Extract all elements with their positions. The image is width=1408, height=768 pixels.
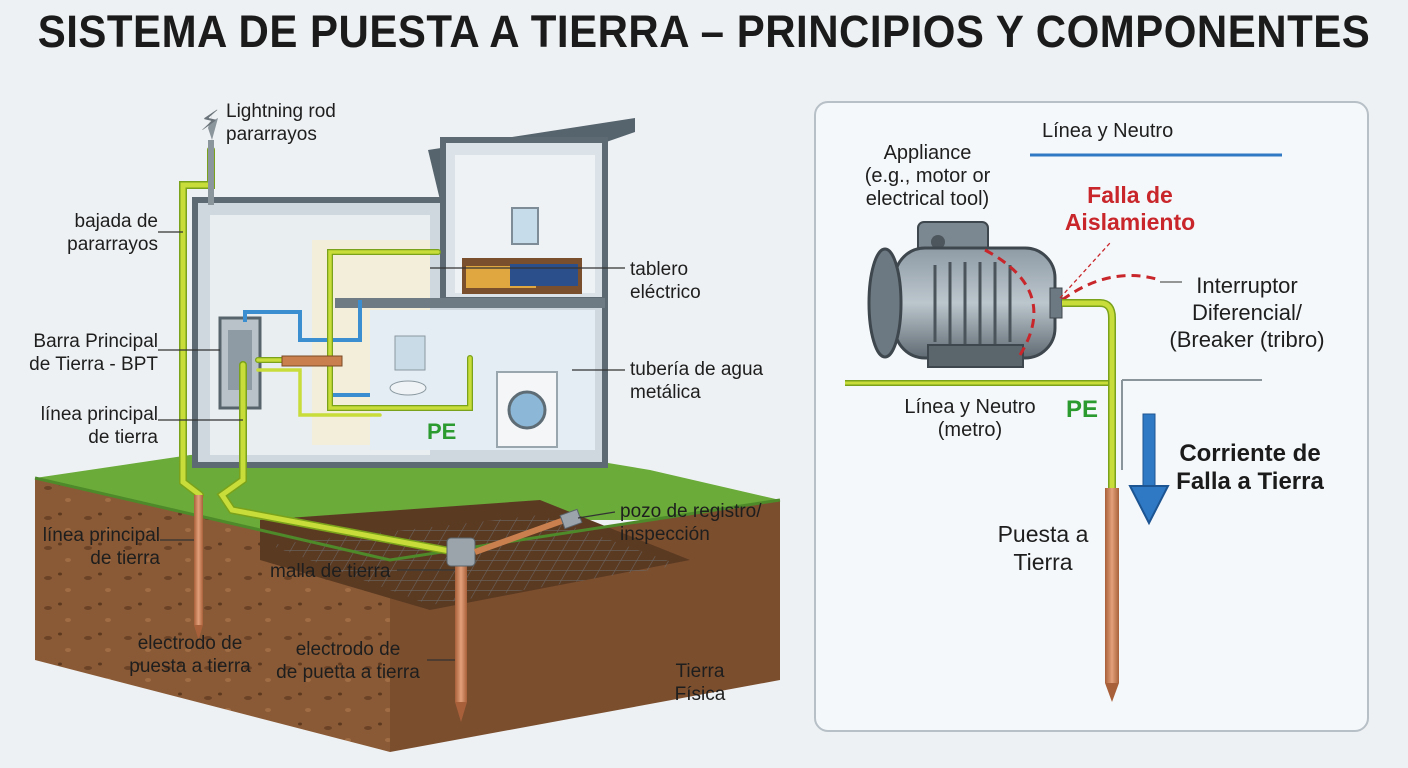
ground-rod-right — [1105, 488, 1119, 683]
ground-rod-center — [455, 552, 467, 702]
motor-appliance — [867, 221, 1063, 368]
inspection-clamp — [446, 537, 476, 567]
lightning-rod — [208, 108, 218, 205]
fault-diagram-panel — [814, 101, 1369, 732]
fault-leader — [1059, 242, 1111, 299]
ground-block — [34, 440, 781, 752]
label-pozo: pozo de registro/inspección — [620, 501, 762, 545]
leader-lines — [158, 231, 625, 661]
label-pe-left: PE — [427, 419, 457, 444]
lightning-bolt-icon: ⚡ — [200, 104, 220, 137]
ground-rod-left — [194, 495, 203, 625]
label-linea-neutro: Línea y Neutro(metro) — [904, 396, 1036, 441]
insulation-fault — [984, 248, 1161, 356]
copper-conductor — [473, 515, 572, 555]
label-pe-right: PE — [1066, 396, 1099, 423]
ground-bar — [281, 355, 343, 367]
inspection-pit — [559, 508, 583, 530]
label-malla: malla de tierra — [270, 561, 391, 582]
page-title: SISTEMA DE PUESTA A TIERRA – PRINCIPIOS … — [37, 6, 1371, 57]
label-top-line-neutro: Línea y Neutro — [1042, 120, 1174, 142]
fault-current-arrow — [1128, 413, 1170, 526]
house — [192, 118, 635, 468]
